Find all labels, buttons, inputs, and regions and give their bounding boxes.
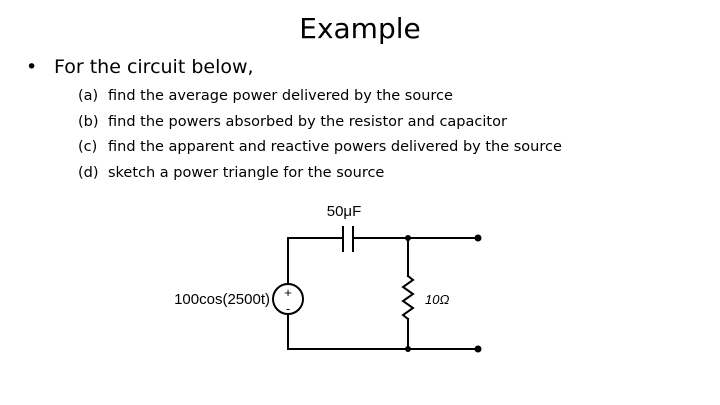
question-marker: (b)	[78, 113, 99, 130]
resistor-zigzag	[401, 274, 415, 321]
question-text: find the apparent and reactive powers de…	[108, 139, 562, 155]
node-dot-top	[405, 235, 411, 241]
terminal-dot-top	[474, 234, 482, 242]
source-minus-sign: -	[286, 301, 290, 316]
circuit-wires	[287, 226, 479, 350]
question-item: (d) sketch a power triangle for the sourc…	[78, 161, 562, 187]
node-dot-bottom	[405, 346, 411, 352]
slide-title: Example	[299, 12, 421, 45]
question-text: find the average power delivered by the …	[108, 88, 453, 104]
question-item: (a) find the average power delivered by t…	[78, 84, 562, 110]
bullet-text: For the circuit below,	[54, 56, 254, 78]
resistor-label: 10Ω	[425, 292, 449, 307]
question-text: find the powers absorbed by the resistor…	[108, 113, 507, 130]
question-marker: (a)	[78, 88, 99, 104]
question-text: sketch a power triangle for the source	[108, 164, 385, 181]
voltage-source-circle	[272, 283, 304, 315]
question-item: (b) find the powers absorbed by the resis…	[78, 110, 562, 136]
bullet-dot: •	[26, 56, 38, 78]
bullet-intro: • For the circuit below,	[26, 54, 254, 80]
capacitor-label: 50μF	[327, 203, 362, 220]
question-list: (a) find the average power delivered by t…	[78, 84, 562, 186]
source-label: 100cos(2500t)	[174, 291, 270, 308]
question-item: (c) find the apparent and reactive powers…	[78, 135, 562, 161]
question-marker: (d)	[78, 164, 99, 181]
question-marker: (c)	[78, 139, 98, 155]
source-plus-sign: +	[284, 285, 292, 300]
terminal-dot-bottom	[474, 345, 482, 353]
